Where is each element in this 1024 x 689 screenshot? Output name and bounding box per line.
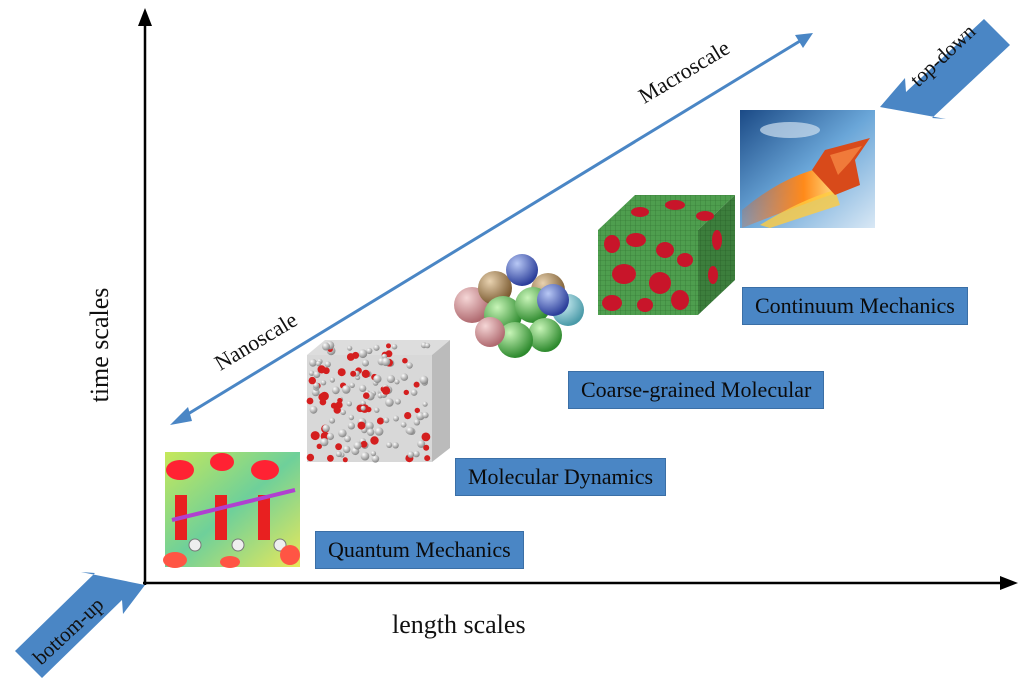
coarse-grained-image [454, 254, 584, 358]
x-axis-label: length scales [392, 610, 526, 639]
quantum-mechanics-box: Quantum Mechanics [315, 531, 524, 569]
quantum-mechanics-image [163, 452, 300, 568]
reentry-vehicle-image [740, 110, 875, 228]
continuum-mechanics-box: Continuum Mechanics [742, 287, 968, 325]
molecular-dynamics-box: Molecular Dynamics [455, 458, 667, 496]
y-axis-label: time scales [85, 287, 114, 403]
molecular-dynamics-image [306, 340, 450, 463]
top-down-arrow [880, 19, 1010, 119]
bottom-up-arrow [15, 572, 145, 678]
y-axis-arrowhead [138, 8, 152, 26]
x-axis [143, 576, 1018, 590]
scale-arrow [170, 33, 813, 425]
continuum-mechanics-image [598, 195, 735, 315]
x-axis-arrowhead [1000, 576, 1018, 590]
coarse-grained-box: Coarse-grained Molecular [568, 371, 825, 409]
y-axis [138, 8, 152, 585]
